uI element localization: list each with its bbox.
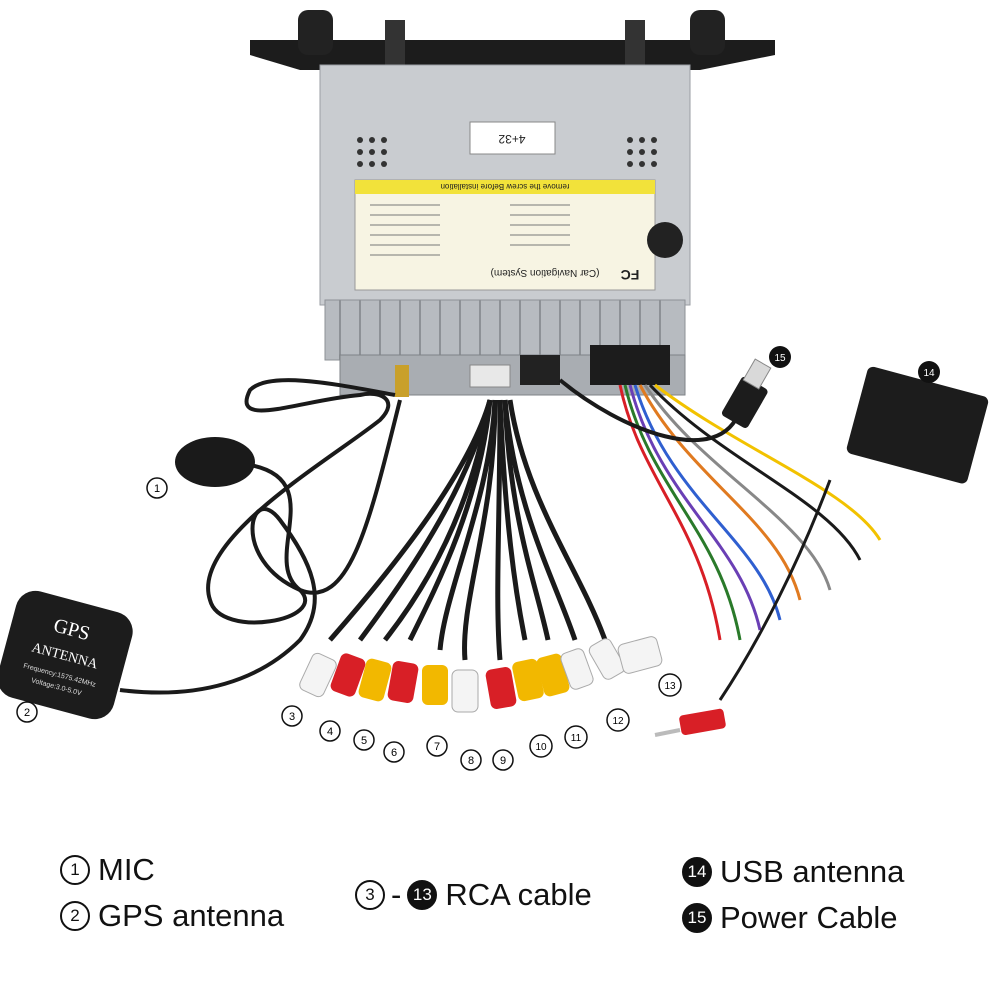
usb-tip bbox=[742, 358, 772, 390]
usb-plug bbox=[721, 376, 768, 428]
legend-rca-dash: - bbox=[391, 877, 402, 912]
rca-harness bbox=[328, 399, 608, 661]
power-rca-tip bbox=[654, 728, 681, 737]
vent-right bbox=[627, 137, 657, 167]
legend-rca-num-start: 3 bbox=[355, 880, 385, 910]
bracket-right bbox=[625, 20, 645, 70]
legend-rca-label: RCA cable bbox=[445, 877, 592, 912]
product-photo: 4+32 remove the screw Before installatio… bbox=[0, 10, 989, 771]
callout-13: 13 bbox=[658, 673, 682, 697]
callout-3-text: 3 bbox=[289, 711, 295, 723]
callout-12: 12 bbox=[606, 708, 630, 732]
legend-rca: 3 - 13 RCA cable bbox=[355, 877, 592, 913]
legend-rca-num-end: 13 bbox=[407, 880, 438, 910]
callout-13-text: 13 bbox=[664, 681, 676, 692]
legend-power: 15 Power Cable bbox=[682, 900, 897, 936]
gps-cable bbox=[119, 399, 402, 695]
rca-plugs bbox=[299, 636, 663, 713]
callout-12-text: 12 bbox=[612, 716, 624, 727]
power-port bbox=[590, 345, 670, 385]
callout-1: 1 bbox=[146, 477, 168, 499]
callout-8-text: 8 bbox=[468, 755, 474, 767]
bezel-clip-right bbox=[690, 10, 725, 55]
bezel-clip-left bbox=[298, 10, 333, 55]
legend-usb-label: USB antenna bbox=[720, 854, 905, 889]
usb-cable bbox=[558, 378, 742, 443]
callout-7: 7 bbox=[426, 735, 448, 757]
callout-2: 2 bbox=[16, 701, 38, 723]
callout-5-text: 5 bbox=[361, 735, 367, 747]
serial-sticker bbox=[469, 121, 556, 155]
legend-mic-num: 1 bbox=[60, 855, 90, 885]
legend-gps-label: GPS antenna bbox=[98, 898, 285, 933]
callout-2-text: 2 bbox=[24, 707, 30, 719]
callout-15: 15 bbox=[769, 346, 791, 368]
callout-4: 4 bbox=[319, 720, 341, 742]
callout-9-text: 9 bbox=[500, 755, 506, 767]
callout-4-text: 4 bbox=[327, 726, 333, 738]
legend-gps-num: 2 bbox=[60, 901, 90, 931]
screw-badge bbox=[647, 222, 683, 258]
callout-15-text: 15 bbox=[774, 353, 786, 364]
legend-gps: 2 GPS antenna bbox=[60, 898, 284, 934]
legend-power-label: Power Cable bbox=[720, 900, 898, 935]
legend-usb-num: 14 bbox=[682, 857, 712, 887]
callout-3: 3 bbox=[281, 705, 303, 727]
vent-left bbox=[357, 137, 387, 167]
callout-10-text: 10 bbox=[535, 742, 547, 753]
callout-5: 5 bbox=[353, 729, 375, 751]
gps-connector bbox=[395, 365, 409, 397]
callout-11: 11 bbox=[564, 725, 588, 749]
legend: 1 MIC 2 GPS antenna 3 - 13 RCA cable 14 … bbox=[0, 840, 1000, 1000]
callout-8: 8 bbox=[460, 749, 482, 771]
bracket-left bbox=[385, 20, 405, 70]
callout-7-text: 7 bbox=[434, 741, 440, 753]
pinout-lines bbox=[370, 204, 570, 256]
serial-sticker-text: 4+32 bbox=[498, 132, 525, 146]
usb-port bbox=[520, 355, 560, 385]
iso-connector bbox=[846, 366, 989, 484]
car-nav-text: (Car Navigation System) bbox=[491, 267, 600, 278]
callout-1-text: 1 bbox=[154, 483, 160, 495]
legend-usb: 14 USB antenna bbox=[682, 854, 904, 890]
callout-11-text: 11 bbox=[571, 733, 582, 744]
legend-mic: 1 MIC bbox=[60, 852, 155, 888]
callout-10: 10 bbox=[529, 734, 553, 758]
power-rca-plug bbox=[679, 708, 726, 736]
callout-14: 14 bbox=[918, 361, 940, 383]
callout-6: 6 bbox=[383, 741, 405, 763]
warning-text: remove the screw Before installation bbox=[441, 182, 570, 191]
callout-9: 9 bbox=[492, 749, 514, 771]
callout-14-text: 14 bbox=[923, 368, 935, 379]
gps-antenna bbox=[0, 590, 133, 720]
rca-connector bbox=[469, 364, 511, 388]
fc-mark: FC bbox=[621, 267, 640, 283]
callout-6-text: 6 bbox=[391, 747, 397, 759]
mic bbox=[175, 437, 255, 487]
legend-mic-label: MIC bbox=[98, 852, 155, 887]
mic-cable bbox=[206, 378, 396, 625]
wiring-sticker-banner bbox=[355, 180, 655, 194]
power-harness bbox=[618, 383, 882, 701]
legend-power-num: 15 bbox=[682, 903, 712, 933]
